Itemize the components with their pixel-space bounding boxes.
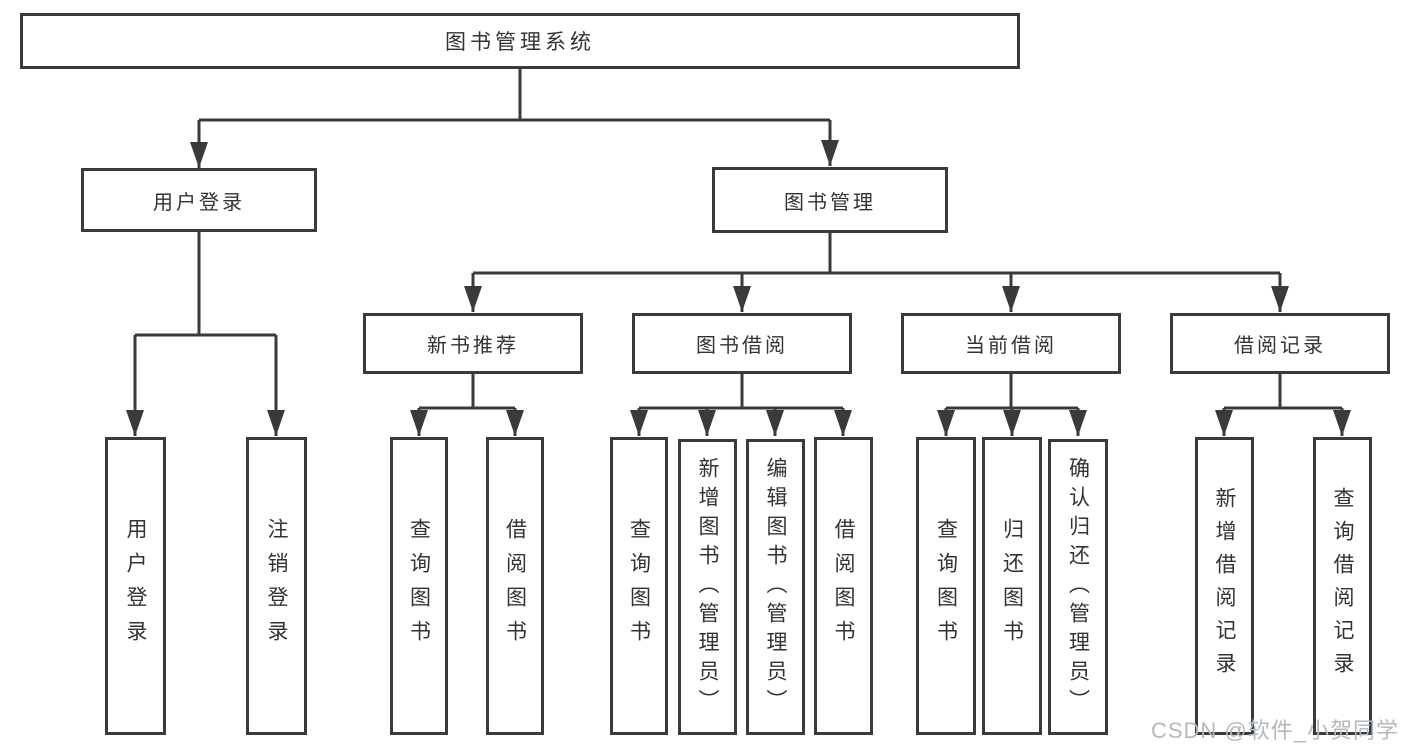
leaf-add-borrow-record: 新增借阅记录 [1195, 437, 1254, 735]
node-label: 当前借阅 [965, 335, 1057, 357]
leaf-edit-books-admin: 编辑图书（管理员） [746, 439, 805, 735]
leaf-label: 查询图书 [627, 518, 651, 654]
node-label: 图书管理 [784, 191, 876, 214]
leaf-query-books-borrow: 查询图书 [610, 437, 668, 735]
leaf-label: 编辑图书（管理员） [764, 456, 787, 718]
leaf-label: 归还图书 [1000, 518, 1024, 654]
node-label: 图书借阅 [696, 335, 788, 357]
leaf-label: 查询图书 [407, 518, 431, 654]
leaf-label: 新增借阅记录 [1213, 487, 1236, 685]
leaf-label: 用户登录 [124, 518, 147, 654]
leaf-label: 注销登录 [265, 518, 288, 654]
node-new-book-recommend: 新书推荐 [363, 313, 583, 374]
node-label: 图书管理系统 [445, 31, 595, 54]
leaf-label: 查询借阅记录 [1331, 487, 1354, 685]
node-user-login: 用户登录 [81, 168, 317, 232]
node-label: 用户登录 [153, 191, 245, 214]
leaf-query-borrow-record: 查询借阅记录 [1313, 437, 1372, 735]
leaf-query-books-recommend: 查询图书 [390, 437, 448, 735]
leaf-label: 确认归还（管理员） [1066, 456, 1090, 718]
leaf-label: 新增图书（管理员） [696, 456, 719, 718]
leaf-add-books-admin: 新增图书（管理员） [678, 439, 737, 735]
node-borrow-record: 借阅记录 [1170, 313, 1390, 374]
node-label: 新书推荐 [427, 335, 519, 357]
leaf-user-login: 用户登录 [105, 437, 166, 735]
leaf-confirm-return-admin: 确认归还（管理员） [1048, 439, 1108, 735]
tree-structure-lines [135, 69, 1342, 410]
leaf-label: 借阅图书 [832, 518, 855, 654]
leaf-borrow-books-recommend: 借阅图书 [486, 437, 544, 735]
node-book-management: 图书管理 [712, 167, 948, 233]
leaf-query-books-current: 查询图书 [916, 437, 976, 735]
leaf-borrow-books: 借阅图书 [814, 437, 873, 735]
csdn-watermark: CSDN @软件_小贺同学 [1150, 718, 1399, 743]
leaf-return-books: 归还图书 [982, 437, 1042, 735]
node-book-borrow: 图书借阅 [632, 313, 852, 374]
node-current-borrow: 当前借阅 [901, 313, 1121, 374]
node-root-library-system: 图书管理系统 [20, 13, 1020, 69]
leaf-label: 查询图书 [934, 518, 958, 654]
leaf-label: 借阅图书 [503, 518, 527, 654]
leaf-logout-login: 注销登录 [246, 437, 307, 735]
node-label: 借阅记录 [1234, 335, 1326, 357]
